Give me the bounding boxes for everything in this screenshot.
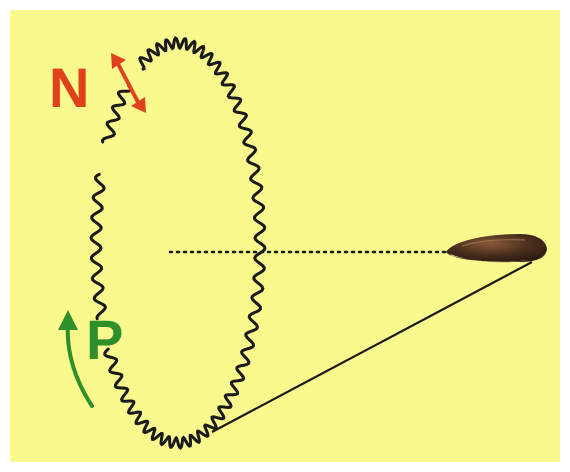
- n-double-arrow-icon: [111, 53, 146, 113]
- bullet-icon: [446, 234, 547, 263]
- ring-segment-1: [103, 36, 267, 450]
- label-n: N: [49, 56, 90, 119]
- p-curved-arrow-icon: [58, 310, 94, 408]
- ring-segment-2: [89, 172, 107, 321]
- label-p: P: [86, 308, 124, 371]
- ring-segment-3: [100, 84, 133, 144]
- diagram-background: [10, 10, 560, 462]
- wavy-ring: [89, 36, 267, 450]
- tether-line: [211, 261, 533, 433]
